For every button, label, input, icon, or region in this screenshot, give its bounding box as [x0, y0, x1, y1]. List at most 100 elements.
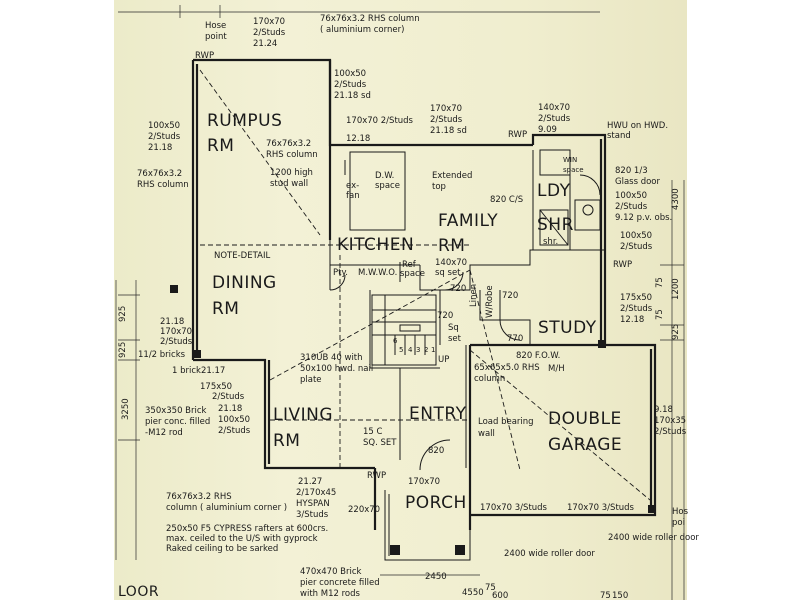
room-dining-line1: DINING — [212, 273, 277, 293]
note-wrobe: W/Robe — [485, 285, 495, 318]
room-porch: PORCH — [405, 493, 467, 513]
room-labels: RUMPUS RM DINING RM KITCHEN FAMILY RM LD… — [207, 111, 622, 513]
note-hwu: HWU on HWD.stand — [607, 121, 668, 141]
note-up: UP — [438, 355, 449, 365]
note-roller-b: 2400 wide roller door — [504, 549, 595, 559]
note-720-c: 720 — [437, 311, 453, 321]
note-garage-studs-a: 170x70 3/Studs — [480, 503, 548, 513]
dim-right-925: 925 — [671, 324, 681, 340]
stair-num-4: 4 — [408, 346, 413, 354]
note-fow: 820 F.O.W. — [516, 351, 560, 361]
room-family-line2: RM — [438, 236, 465, 256]
note-dw-space: D.W.space — [375, 171, 400, 191]
note-bricks: 11/2 bricks — [138, 350, 186, 360]
note-floor: LOOR — [118, 584, 159, 600]
note-linen: Linen — [469, 284, 479, 307]
room-garage-line1: DOUBLE — [548, 409, 622, 429]
note-porch-top: 170x70 — [408, 477, 440, 487]
dimension-lines — [115, 5, 685, 600]
note-garage-studs-b: 170x70 3/Studs — [567, 503, 635, 513]
dim-right-150: 150 — [612, 591, 628, 600]
room-living-line2: RM — [273, 431, 300, 451]
note-roller-a: 2400 wide roller door — [608, 533, 699, 543]
note-720-a: 720 — [450, 284, 466, 294]
note-rafters: 250x50 F5 CYPRESS rafters at 600crs.max.… — [166, 524, 328, 554]
stair-num-2: 2 — [424, 346, 428, 354]
note-mh: M/H — [548, 364, 565, 374]
dim-right-75a: 75 — [655, 277, 665, 288]
room-garage-line2: GARAGE — [548, 435, 622, 455]
dim-right-1200: 1200 — [671, 278, 681, 300]
note-720-b: 720 — [502, 291, 518, 301]
note-pantry: Pty. — [333, 268, 348, 278]
note-mwwo: M.W.W.O. — [358, 268, 397, 278]
paper-background — [114, 0, 687, 600]
room-kitchen: KITCHEN — [337, 235, 414, 255]
dashed-beams — [199, 69, 651, 501]
laundry-fixtures — [539, 199, 601, 246]
room-shower: SHR — [537, 215, 574, 235]
dim-bottom-75a: 75 — [485, 583, 496, 593]
note-2127: 21.27 — [298, 477, 322, 487]
room-rumpus-line2: RM — [207, 136, 234, 156]
note-brick-1: 1 brick21.17 — [172, 366, 225, 376]
stair-num-6: 6 — [393, 337, 398, 345]
note-220x70: 220x70 — [348, 505, 380, 515]
stair-num-1: 1 — [431, 346, 435, 354]
stair-num-3: 3 — [416, 346, 420, 354]
room-dining-line2: RM — [212, 299, 239, 319]
dim-right-75b: 75 — [655, 309, 665, 320]
note-820: 820 — [428, 446, 444, 456]
note-space: space — [563, 166, 584, 174]
room-rumpus-line1: RUMPUS — [207, 111, 282, 131]
dim-left-925a: 925 — [118, 306, 128, 322]
note-770: 770 — [507, 334, 523, 344]
note-kitchen-top-a: 170x70 2/Studs — [346, 116, 414, 126]
note-win: WIN — [563, 156, 577, 164]
dimension-labels: 925 925 3250 4300 75 1200 75 925 150 245… — [118, 188, 681, 600]
stair-num-5: 5 — [399, 346, 403, 354]
note-shr-small: shr. — [543, 237, 558, 247]
room-laundry: LDY — [537, 181, 571, 201]
door-swings — [329, 174, 601, 471]
note-top-column: 76x76x3.2 RHS column( aluminium corner) — [320, 14, 420, 35]
note-rwp-right: RWP — [613, 260, 632, 270]
room-study: STUDY — [538, 318, 597, 338]
dim-bottom-4550: 4550 — [462, 588, 484, 598]
room-family-line1: FAMILY — [438, 211, 498, 231]
note-820-cs: 820 C/S — [490, 195, 523, 205]
dim-bottom-600: 600 — [492, 591, 508, 600]
brick-piers — [170, 285, 656, 555]
note-ex-fan: ex-fan — [346, 181, 360, 201]
note-detail: NOTE-DETAIL — [214, 251, 270, 261]
room-living-line1: LIVING — [273, 405, 333, 425]
dim-bottom-2450: 2450 — [425, 572, 447, 582]
